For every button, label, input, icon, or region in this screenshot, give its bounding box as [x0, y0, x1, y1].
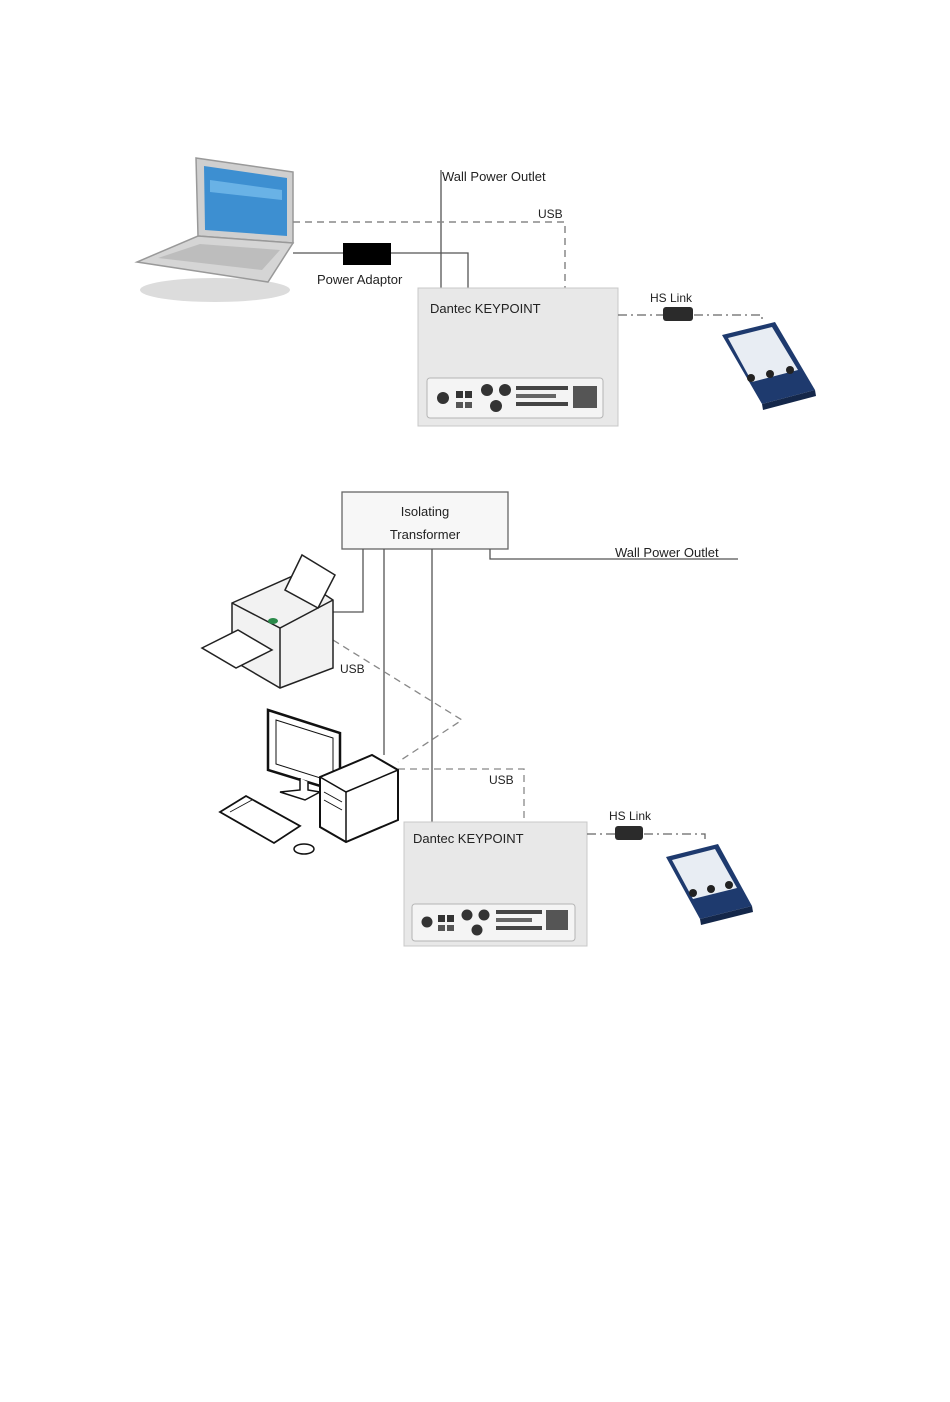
printer-icon [202, 555, 335, 688]
usb-printer-label: USB [340, 662, 365, 676]
power-adaptor-label: Power Adaptor [317, 272, 403, 287]
diagram-desktop-setup: Isolating Transformer Wall Power Outlet … [202, 492, 753, 946]
device-front-panel-icon [427, 378, 603, 418]
keypoint-device: Dantec KEYPOINT [404, 822, 587, 946]
usb-label: USB [538, 207, 563, 221]
headbox-icon [722, 322, 816, 410]
keyboard-icon [220, 796, 300, 843]
device-front-panel-icon [412, 904, 575, 941]
usb-device-label: USB [489, 773, 514, 787]
hs-link-connector-icon [663, 307, 693, 321]
keypoint-device: Dantec KEYPOINT [418, 288, 618, 426]
wall-power-outlet-label: Wall Power Outlet [615, 545, 719, 560]
device-label: Dantec KEYPOINT [413, 831, 524, 846]
isolating-transformer-box: Isolating Transformer [342, 492, 508, 549]
power-adaptor-icon [343, 243, 391, 265]
device-label: Dantec KEYPOINT [430, 301, 541, 316]
mouse-icon [294, 844, 314, 854]
laptop-icon [137, 158, 293, 302]
hs-link-connector-icon [615, 826, 643, 840]
headbox-icon [666, 844, 753, 925]
isolating-transformer-label-line1: Isolating [401, 504, 449, 519]
diagram-laptop-setup: Wall Power Outlet USB Power Adaptor Dant… [137, 158, 816, 426]
isolating-transformer-label-line2: Transformer [390, 527, 461, 542]
hs-link-label: HS Link [650, 291, 693, 305]
wall-power-outlet-label: Wall Power Outlet [442, 169, 546, 184]
hs-link-label: HS Link [609, 809, 652, 823]
